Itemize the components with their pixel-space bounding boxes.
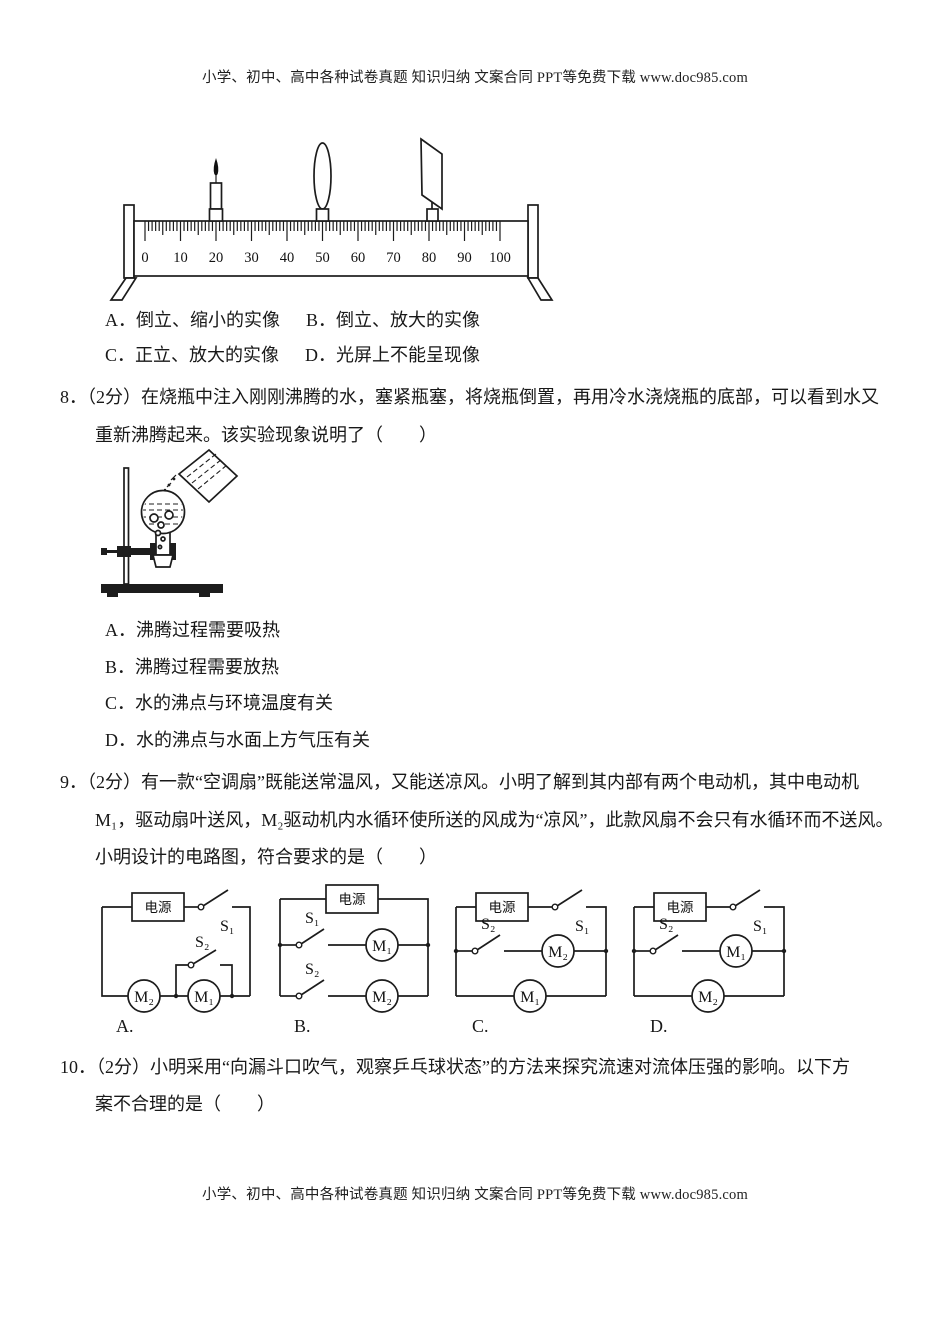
switch-s1-label: S₁ xyxy=(220,918,234,935)
q10-text-line2: 案不合理的是（ ） xyxy=(95,1094,275,1114)
q7-options-row2: C．正立、放大的实像 D．光屏上不能呈现像 xyxy=(105,338,950,373)
switch-s2-label: S₂ xyxy=(195,934,209,951)
q7-option-a: A．倒立、缩小的实像 xyxy=(105,310,280,330)
circuit-option-b: 电源 M₁ S₁ M₂ S₂ xyxy=(277,883,431,1013)
q9-text-line2: M₁，驱动扇叶送风，M₂驱动机内水循环使所送的风成为“凉风”，此款风扇不会只有水… xyxy=(95,809,894,830)
optical-bench-figure: 0 10 20 30 40 50 60 70 80 90 100 xyxy=(109,137,554,301)
bench-left-bracket xyxy=(109,204,138,301)
q8-text-line1: 8．（2分）在烧瓶中注入刚刚沸腾的水，塞紧瓶塞，将烧瓶倒置，再用冷水浇烧瓶的底部… xyxy=(60,387,879,407)
svg-text:70: 70 xyxy=(386,250,401,266)
q8-option-a: A．沸腾过程需要吸热 xyxy=(105,620,280,640)
svg-text:80: 80 xyxy=(422,250,437,266)
ruler-body xyxy=(133,220,529,277)
q8-option-c: C．水的沸点与环境温度有关 xyxy=(105,693,334,713)
switch-s2-label: S₂ xyxy=(481,916,495,933)
svg-text:0: 0 xyxy=(141,250,148,266)
q7-option-c: C．正立、放大的实像 xyxy=(105,345,280,365)
switch-s1-label: S₁ xyxy=(575,918,589,935)
switch-s1-label: S₁ xyxy=(753,918,767,935)
motor-m1-label: M₁ xyxy=(194,989,214,1006)
motor-m1-label: M₁ xyxy=(726,944,746,961)
q9-text-line1: 9．（2分）有一款“空调扇”既能送常温风，又能送凉风。小明了解到其内部有两个电动… xyxy=(60,772,859,792)
svg-text:30: 30 xyxy=(244,250,259,266)
motor-m1-label: M₁ xyxy=(372,938,392,955)
switch-s2-label: S₂ xyxy=(659,916,673,933)
svg-text:10: 10 xyxy=(173,250,188,266)
q9-circuit-option-letters: A. B. C. D. xyxy=(92,1015,950,1037)
q9-option-c-letter: C. xyxy=(472,1015,489,1036)
q8-options: A．沸腾过程需要吸热 B．沸腾过程需要放热 C．水的沸点与环境温度有关 D．水的… xyxy=(105,612,950,758)
q7-options-row1: A．倒立、缩小的实像 B．倒立、放大的实像 xyxy=(105,303,950,338)
circuit-option-d: 电源 S₁ M₁ S₂ M₂ xyxy=(631,888,787,1013)
lens-icon xyxy=(313,142,332,222)
question-10: 10．（2分）小明采用“向漏斗口吹气，观察乒乓球状态”的方法来探究流速对流体压强… xyxy=(60,1049,950,1124)
circuit-option-c: 电源 S₁ M₂ S₂ M₁ xyxy=(453,888,609,1013)
candle-icon xyxy=(208,158,224,222)
ruler-ticks xyxy=(144,221,501,241)
svg-text:90: 90 xyxy=(457,250,472,266)
page-footer-note: 小学、初中、高中各种试卷真题 知识归纳 文案合同 PPT等免费下载 www.do… xyxy=(202,1187,748,1203)
svg-text:20: 20 xyxy=(209,250,224,266)
circuit-option-a: 电源 S₁ M₂ M₁ S₂ xyxy=(101,888,251,1013)
q8-option-b: B．沸腾过程需要放热 xyxy=(105,656,280,677)
motor-m2-label: M₂ xyxy=(698,989,718,1006)
question-8: 8．（2分）在烧瓶中注入刚刚沸腾的水，塞紧瓶塞，将烧瓶倒置，再用冷水浇烧瓶的底部… xyxy=(60,379,950,454)
screen-icon xyxy=(420,137,443,222)
question-9: 9．（2分）有一款“空调扇”既能送常温风，又能送凉风。小明了解到其内部有两个电动… xyxy=(60,764,950,877)
retort-stand xyxy=(101,467,223,597)
q9-option-a-letter: A. xyxy=(116,1015,134,1036)
svg-text:60: 60 xyxy=(351,250,366,266)
switch-s2-label: S₂ xyxy=(305,961,319,978)
motor-m2-label: M₂ xyxy=(548,944,568,961)
q7-option-b: B．倒立、放大的实像 xyxy=(306,310,481,330)
q9-circuit-figures: 电源 S₁ M₂ M₁ S₂ 电源 M₁ S₁ xyxy=(92,881,950,1013)
motor-m1-label: M₁ xyxy=(520,989,540,1006)
ruler-scale-labels: 0 10 20 30 40 50 60 70 80 90 100 xyxy=(141,250,511,266)
q9-option-d-letter: D. xyxy=(650,1015,668,1036)
power-label: 电源 xyxy=(145,900,172,915)
power-label: 电源 xyxy=(667,900,695,915)
q8-option-d: D．水的沸点与水面上方气压有关 xyxy=(105,729,370,750)
power-label: 电源 xyxy=(489,900,517,915)
power-label: 电源 xyxy=(339,892,366,907)
q8-text-line2: 重新沸腾起来。该实验现象说明了（ ） xyxy=(95,424,437,445)
switch-s1-label: S₁ xyxy=(305,910,319,927)
q9-option-b-letter: B. xyxy=(294,1015,311,1036)
q7-option-d: D．光屏上不能呈现像 xyxy=(305,345,481,365)
svg-text:40: 40 xyxy=(280,250,295,266)
svg-text:100: 100 xyxy=(489,250,511,266)
page-header-note: 小学、初中、高中各种试卷真题 知识归纳 文案合同 PPT等免费下载 www.do… xyxy=(202,70,748,86)
motor-m2-label: M₂ xyxy=(372,989,392,1006)
flask-experiment-figure xyxy=(101,448,239,597)
bench-right-bracket xyxy=(526,204,554,301)
q10-text-line1: 10．（2分）小明采用“向漏斗口吹气，观察乒乓球状态”的方法来探究流速对流体压强… xyxy=(60,1056,850,1077)
inverted-flask-icon xyxy=(140,489,186,568)
motor-m2-label: M₂ xyxy=(134,989,154,1006)
q9-text-line3: 小明设计的电路图，符合要求的是（ ） xyxy=(95,847,437,867)
svg-text:50: 50 xyxy=(315,250,330,266)
